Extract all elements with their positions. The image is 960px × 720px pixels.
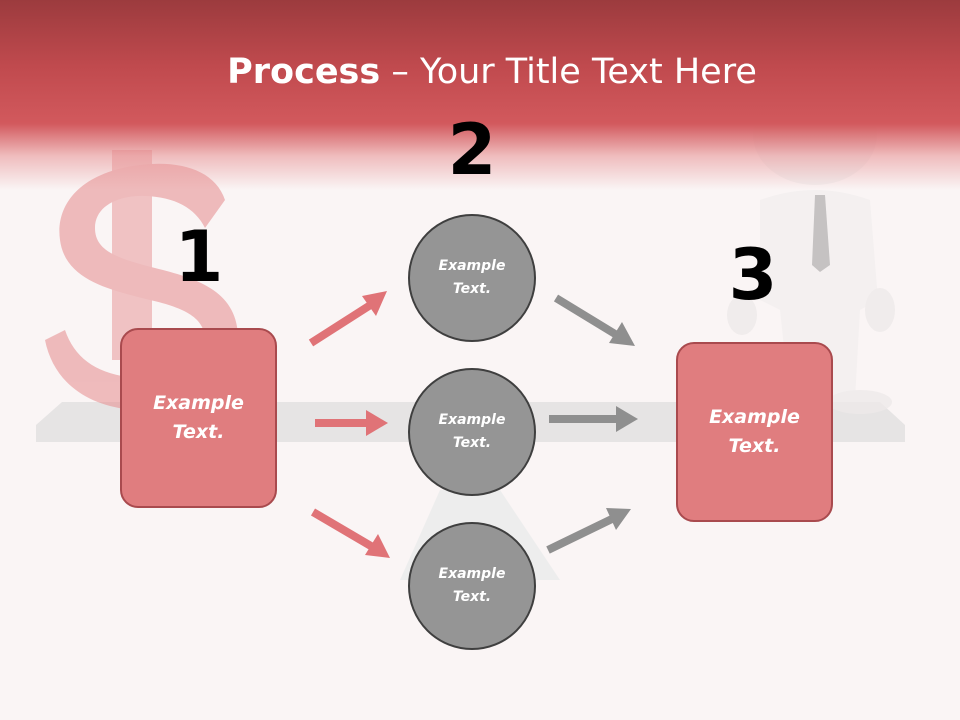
step-number-1: 1 [174,216,224,298]
arrow-red-down-icon [310,508,390,558]
arrow-gray-up-icon [546,508,631,554]
step-1-box[interactable]: Example Text. [120,328,277,508]
arrow-red-up-icon [308,291,387,347]
step-number-2: 2 [447,109,497,191]
title-banner [0,0,960,190]
title-bold: Process [227,52,381,92]
slide-title: Process – Your Title Text Here [0,52,960,92]
step-3-box[interactable]: Example Text. [676,342,833,522]
title-rest: – Your Title Text Here [380,52,757,92]
circle-bottom[interactable]: Example Text. [408,522,536,650]
arrow-red-right-icon [315,410,388,436]
circle-middle[interactable]: Example Text. [408,368,536,496]
arrow-gray-right-icon [549,406,638,432]
circle-top[interactable]: Example Text. [408,214,536,342]
step-number-3: 3 [728,234,778,316]
arrow-gray-down-icon [553,294,635,346]
